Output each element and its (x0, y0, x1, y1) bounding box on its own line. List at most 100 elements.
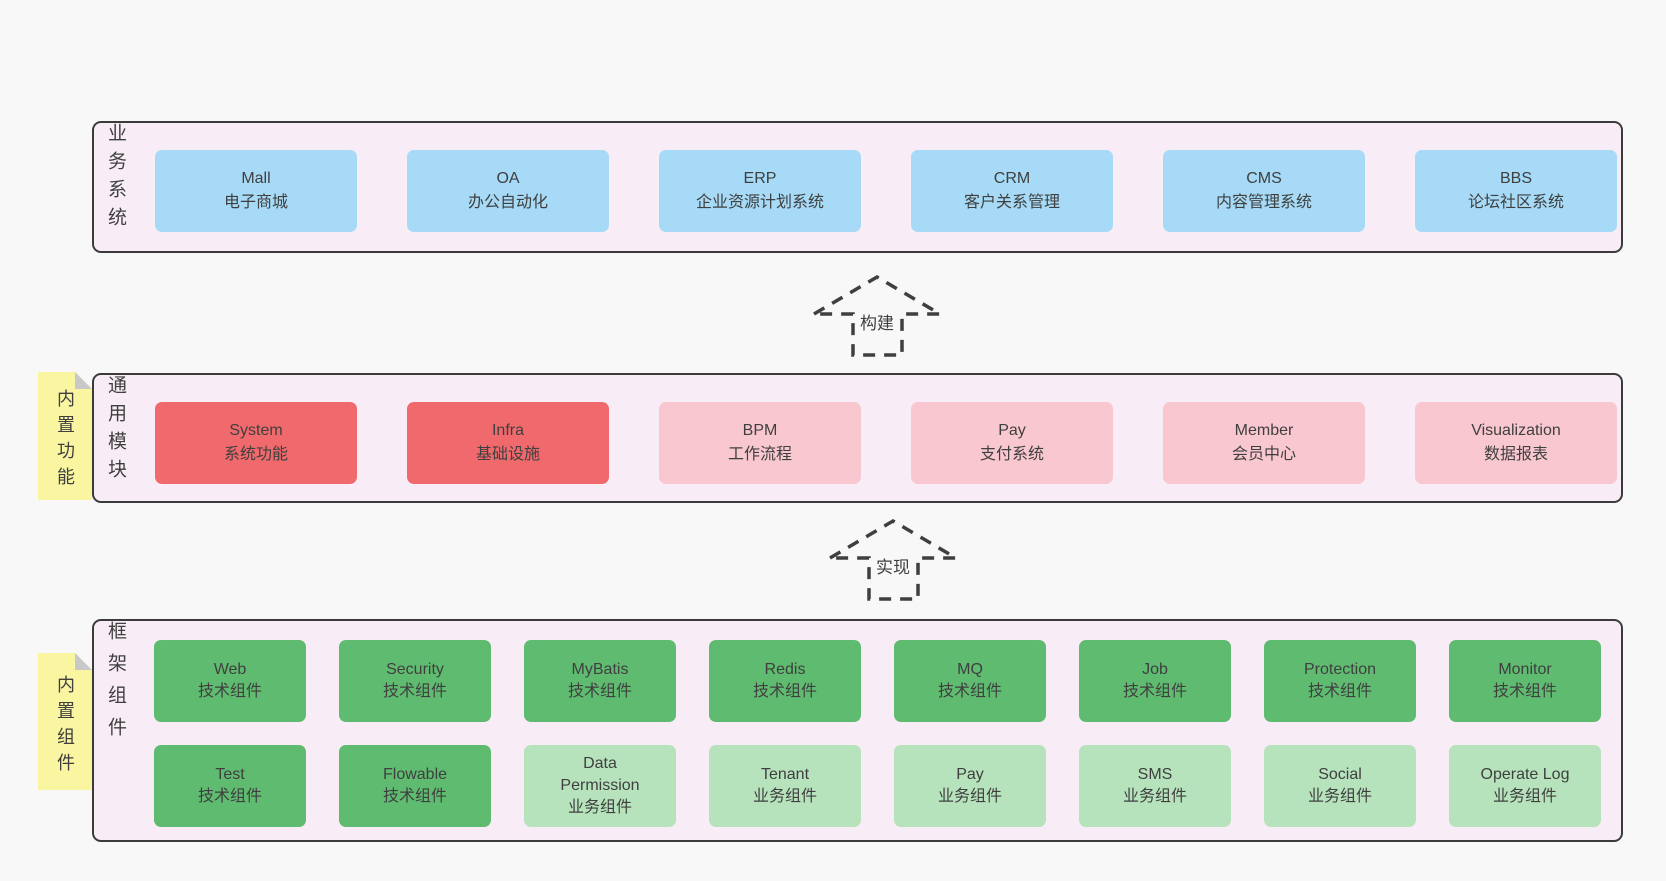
box-subtitle: 技术组件 (197, 683, 262, 700)
box-mybatis: MyBatis 技术组件 (524, 640, 676, 722)
box-subtitle: 技术组件 (1122, 683, 1187, 700)
business-systems-row: Mall 电子商城 OA 办公自动化 ERP 企业资源计划系统 CRM 客户关系管理 C… (155, 150, 1617, 232)
box-subtitle: 业务组件 (752, 788, 817, 805)
framework-components-row-1: Web 技术组件 Security 技术组件 MyBatis 技术组件 Redis 技术… (154, 640, 1601, 722)
box-subtitle: 电子商城 (223, 194, 288, 211)
box-subtitle: 技术组件 (382, 683, 447, 700)
box-title: SMS (1137, 766, 1173, 783)
box-subtitle: 技术组件 (1492, 683, 1557, 700)
implement-arrow-icon: 实现 (823, 518, 963, 601)
box-title: Protection (1303, 661, 1377, 678)
box-security: Security 技术组件 (339, 640, 491, 722)
box-title: Pay (998, 422, 1026, 439)
band-business-systems: 业务系统 Mall 电子商城 OA 办公自动化 ERP 企业资源计划系统 CRM 客户关… (92, 121, 1623, 253)
box-cms: CMS 内容管理系统 (1163, 150, 1365, 232)
box-title: System (229, 422, 283, 439)
box-subtitle: 系统功能 (223, 446, 288, 463)
box-title: Mall (241, 170, 271, 187)
box-title: Data Permission (560, 755, 640, 794)
box-erp: ERP 企业资源计划系统 (659, 150, 861, 232)
box-pay-component: Pay 业务组件 (894, 745, 1046, 827)
box-title: Social (1318, 766, 1362, 783)
build-arrow-icon: 构建 (807, 274, 947, 357)
box-job: Job 技术组件 (1079, 640, 1231, 722)
box-title: MQ (957, 661, 983, 678)
box-bbs: BBS 论坛社区系统 (1415, 150, 1617, 232)
box-title: Pay (956, 766, 984, 783)
box-subtitle: 企业资源计划系统 (695, 194, 824, 211)
box-subtitle: 基础设施 (475, 446, 540, 463)
box-title: CRM (993, 170, 1031, 187)
box-infra: Infra 基础设施 (407, 402, 609, 484)
implement-arrow-label: 实现 (876, 558, 910, 577)
box-title: Redis (764, 661, 806, 678)
box-system: System 系统功能 (155, 402, 357, 484)
box-pay-module: Pay 支付系统 (911, 402, 1113, 484)
box-data-permission: Data Permission 业务组件 (524, 745, 676, 827)
box-subtitle: 业务组件 (937, 788, 1002, 805)
box-mq: MQ 技术组件 (894, 640, 1046, 722)
box-member: Member 会员中心 (1163, 402, 1365, 484)
box-title: Operate Log (1480, 766, 1570, 783)
band-business-systems-label: 业务系统 (105, 123, 126, 235)
box-title: Tenant (760, 766, 810, 783)
box-title: OA (496, 170, 520, 187)
box-subtitle: 技术组件 (937, 683, 1002, 700)
box-subtitle: 工作流程 (727, 446, 792, 463)
box-subtitle: 业务组件 (567, 799, 632, 816)
box-crm: CRM 客户关系管理 (911, 150, 1113, 232)
box-title: Infra (491, 422, 524, 439)
box-subtitle: 支付系统 (979, 446, 1044, 463)
sticky-note-text: 内置组件 (55, 674, 75, 779)
box-subtitle: 技术组件 (197, 788, 262, 805)
box-title: Job (1142, 661, 1168, 678)
build-arrow-label: 构建 (860, 314, 894, 333)
box-sms: SMS 业务组件 (1079, 745, 1231, 827)
box-test: Test 技术组件 (154, 745, 306, 827)
box-visualization: Visualization 数据报表 (1415, 402, 1617, 484)
box-title: BBS (1499, 170, 1532, 187)
box-mall: Mall 电子商城 (155, 150, 357, 232)
sticky-note-text: 内置功能 (55, 389, 75, 493)
band-common-modules-label: 通用模块 (105, 375, 126, 487)
box-title: Member (1234, 422, 1294, 439)
box-subtitle: 技术组件 (1307, 683, 1372, 700)
box-subtitle: 业务组件 (1122, 788, 1187, 805)
box-redis: Redis 技术组件 (709, 640, 861, 722)
box-web: Web 技术组件 (154, 640, 306, 722)
box-title: Visualization (1471, 422, 1561, 439)
box-subtitle: 业务组件 (1307, 788, 1372, 805)
box-title: ERP (743, 170, 777, 187)
box-monitor: Monitor 技术组件 (1449, 640, 1601, 722)
box-social: Social 业务组件 (1264, 745, 1416, 827)
box-subtitle: 数据报表 (1483, 446, 1548, 463)
sticky-note-built-in-features: 内置功能 (38, 372, 92, 500)
box-subtitle: 技术组件 (382, 788, 447, 805)
sticky-note-built-in-components: 内置组件 (38, 653, 92, 790)
box-title: Security (386, 661, 444, 678)
box-title: Monitor (1498, 661, 1552, 678)
box-title: CMS (1246, 170, 1282, 187)
box-subtitle: 办公自动化 (467, 194, 548, 211)
box-title: MyBatis (571, 661, 629, 678)
box-subtitle: 技术组件 (567, 683, 632, 700)
box-subtitle: 论坛社区系统 (1467, 194, 1564, 211)
box-subtitle: 会员中心 (1231, 446, 1296, 463)
box-subtitle: 技术组件 (752, 683, 817, 700)
box-protection: Protection 技术组件 (1264, 640, 1416, 722)
box-operate-log: Operate Log 业务组件 (1449, 745, 1601, 827)
band-framework-components-label: 框架组件 (105, 621, 126, 749)
box-subtitle: 业务组件 (1492, 788, 1557, 805)
box-subtitle: 客户关系管理 (963, 194, 1060, 211)
box-oa: OA 办公自动化 (407, 150, 609, 232)
box-title: Test (215, 766, 245, 783)
box-tenant: Tenant 业务组件 (709, 745, 861, 827)
box-title: Web (213, 661, 247, 678)
box-subtitle: 内容管理系统 (1215, 194, 1312, 211)
